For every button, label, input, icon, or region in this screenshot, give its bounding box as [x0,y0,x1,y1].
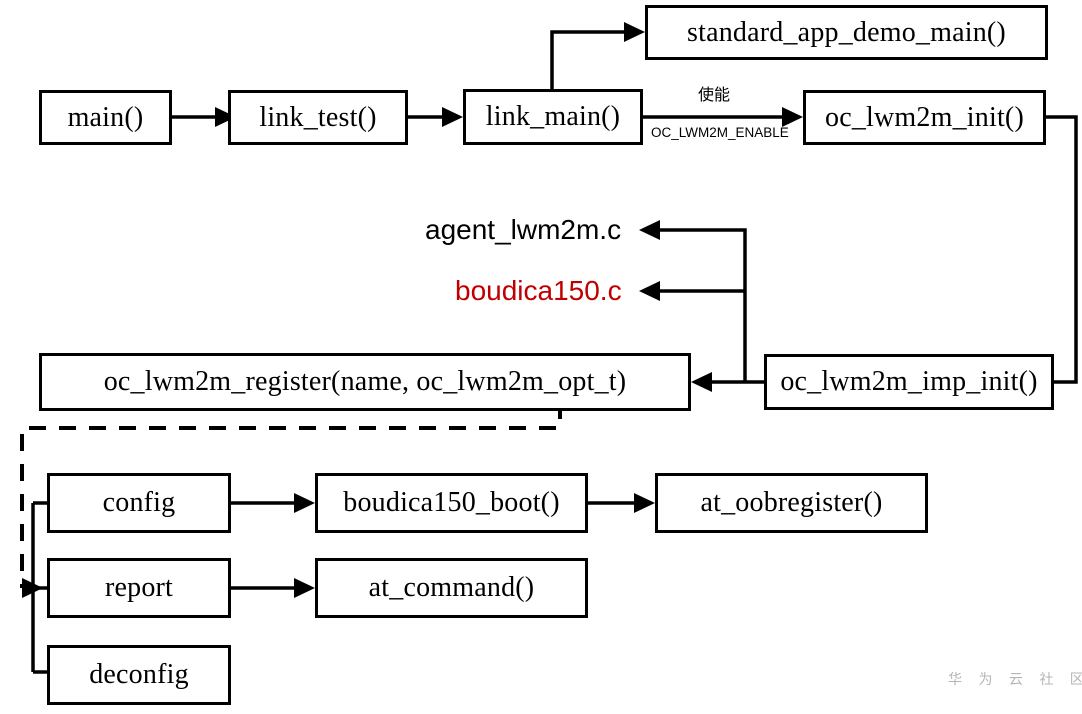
node-oc-lwm2m-imp-init[interactable]: oc_lwm2m_imp_init() [764,354,1054,410]
node-link-main-label: link_main() [485,101,621,132]
node-boudica150-boot[interactable]: boudica150_boot() [315,473,588,533]
label-boudica150-c-text: boudica150.c [455,275,622,306]
node-at-command-label: at_command() [368,572,535,603]
node-oc-lwm2m-init-label: oc_lwm2m_init() [825,101,1024,133]
node-boudica150-boot-label: boudica150_boot() [343,487,560,518]
node-link-test[interactable]: link_test() [228,90,408,145]
node-report-label: report [104,572,174,603]
node-config[interactable]: config [47,473,231,533]
node-standard-app-demo-main-label: standard_app_demo_main() [687,16,1006,48]
node-oc-lwm2m-register-label: oc_lwm2m_register(name, oc_lwm2m_opt_t) [103,366,627,397]
node-at-command[interactable]: at_command() [315,558,588,618]
node-main[interactable]: main() [39,90,172,145]
edge-link-main-to-standard-app-demo-main [550,22,645,89]
node-config-label: config [102,487,176,518]
label-agent-lwm2m-c-text: agent_lwm2m.c [425,214,622,245]
node-main-label: main() [67,101,144,133]
node-report[interactable]: report [47,558,231,618]
watermark-huawei-cloud-community: 华 为 云 社 区 [948,673,1082,687]
edge-imp-init-to-register [691,372,764,392]
edge-main-to-link-test [172,107,236,127]
node-oc-lwm2m-init[interactable]: oc_lwm2m_init() [803,90,1046,145]
node-standard-app-demo-main[interactable]: standard_app_demo_main() [645,5,1048,60]
label-agent-lwm2m-c: agent_lwm2m.c [425,216,621,244]
edge-config-to-boudica150-boot [231,493,315,513]
node-deconfig-label: deconfig [89,659,189,690]
node-oc-lwm2m-imp-init-label: oc_lwm2m_imp_init() [780,366,1038,397]
edge-label-oc-lwm2m-enable-text: OC_LWM2M_ENABLE [651,125,789,140]
edge-link-main-to-oc-lwm2m-init [643,107,803,127]
edge-label-enable-cn: 使能 [698,88,730,104]
edge-label-oc-lwm2m-enable: OC_LWM2M_ENABLE [651,126,789,140]
edge-boudica150-boot-to-at-oobregister [588,493,655,513]
edge-link-test-to-link-main [408,107,463,127]
node-oc-lwm2m-register[interactable]: oc_lwm2m_register(name, oc_lwm2m_opt_t) [39,353,691,411]
node-deconfig[interactable]: deconfig [47,645,231,705]
edge-label-enable-cn-text: 使能 [698,87,731,104]
node-at-oobregister-label: at_oobregister() [700,487,883,518]
edge-report-to-at-command [231,578,315,598]
edge-oc-lwm2m-init-to-imp-init [1033,115,1078,392]
watermark-text: 华 为 云 社 区 [948,672,1082,688]
node-link-test-label: link_test() [259,101,377,133]
handler-bracket [31,501,47,674]
node-at-oobregister[interactable]: at_oobregister() [655,473,928,533]
node-link-main[interactable]: link_main() [463,89,643,145]
label-boudica150-c: boudica150.c [455,277,622,305]
